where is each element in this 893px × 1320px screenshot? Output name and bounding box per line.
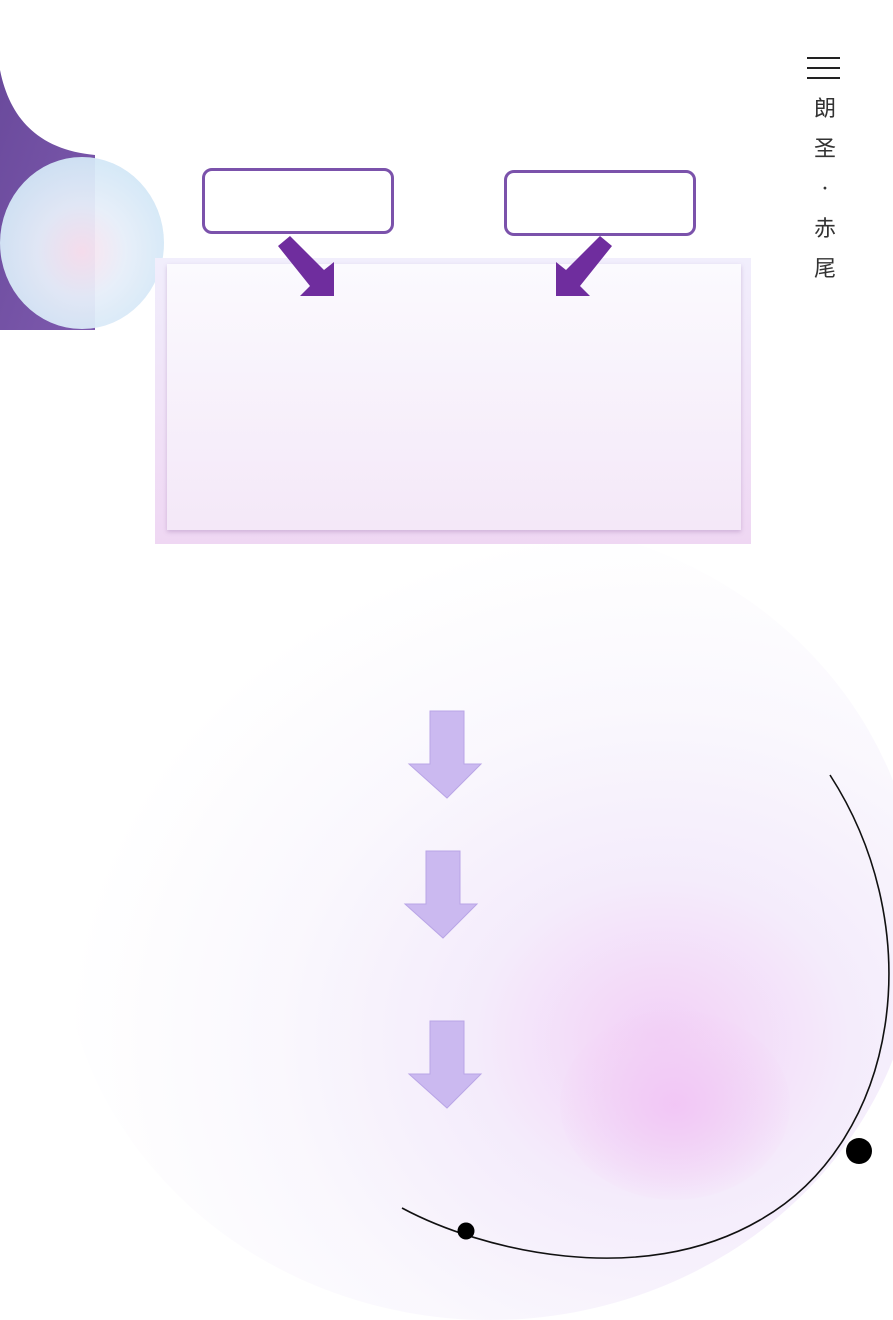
background-glow: [60, 520, 893, 1320]
title-char: 朗: [813, 97, 836, 122]
orbit-arc: [401, 774, 890, 1259]
corner-bubble: [0, 157, 164, 329]
title-char: 圣: [813, 137, 836, 162]
content-panel: [155, 258, 751, 544]
flow-arrow-down-icon: [403, 850, 479, 939]
title-char: 赤: [813, 217, 836, 242]
left-label-box: [202, 168, 394, 234]
orbit-dot-large: [846, 1138, 872, 1164]
content-panel-inner: [167, 264, 741, 530]
flow-arrow-down-icon: [407, 1020, 483, 1109]
title-char: 尾: [813, 257, 836, 282]
arrow-down-right-icon: [278, 236, 334, 296]
background-pink-glow: [560, 1010, 790, 1200]
right-label-box: [504, 170, 696, 236]
title-char: ·: [821, 177, 829, 202]
flow-arrow-down-icon: [407, 710, 483, 799]
decorative-graphics: [0, 70, 890, 1259]
vertical-title: 朗 圣 · 赤 尾: [808, 90, 842, 290]
orbit-dot-small: [457, 1222, 475, 1240]
arrow-down-left-icon: [556, 236, 612, 296]
hamburger-menu-icon[interactable]: [807, 57, 840, 81]
